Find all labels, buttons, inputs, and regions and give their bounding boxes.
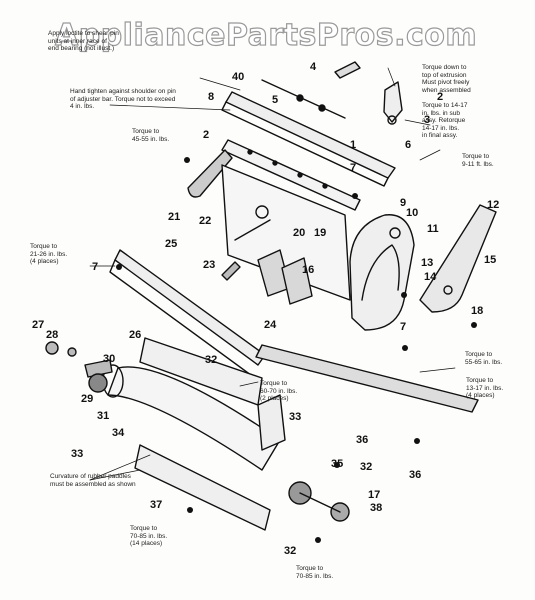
part-number-label: 22 [199,215,212,227]
rear-bar-part [221,139,361,211]
torque-note: Apply loctite to shear pin units at inne… [48,30,119,52]
part-number-label: 5 [272,94,279,106]
part-number-label: 7 [400,321,407,333]
pivot-bracket-part [383,81,403,125]
part-number-label: 29 [81,393,94,405]
part-number-label: 10 [406,207,419,219]
bolt-markers [116,157,477,543]
part-number-label: 36 [409,469,422,481]
link-part [334,61,361,79]
part-number-label: 6 [405,139,412,151]
part-number-label: 37 [150,499,163,511]
part-number-label: 14 [424,271,437,283]
side-plate-part [419,204,497,313]
part-number-label: 7 [350,162,357,174]
part-number-label: 34 [112,427,125,439]
part-number-label: 3 [424,114,431,126]
rotor-drum-part [102,364,281,471]
part-number-label: 28 [46,329,59,341]
part-number-label: 31 [97,410,110,422]
part-number-label: 21 [168,211,181,223]
part-number-label: 36 [356,434,369,446]
side-bracket-21 [187,149,233,198]
part-number-label: 27 [32,319,45,331]
leader-lines [89,67,456,481]
part-number-label: 38 [370,502,383,514]
part-number-label: 33 [71,448,84,460]
torque-note: Torque to 45-55 in. lbs. [132,128,170,143]
part-number-label: 35 [331,458,344,470]
part-number-label: 4 [310,61,317,73]
scraper-bar-part [257,394,286,451]
torque-note: Hand tighten against shoulder on pin of … [70,88,176,110]
part-number-label: 9 [400,197,407,209]
part-number-label: 7 [92,261,99,273]
part-number-label: 12 [487,199,500,211]
adjuster-shaft-part [261,79,346,119]
part-number-label: 32 [205,354,218,366]
part-number-label: 33 [289,411,302,423]
part-number-label: 32 [284,545,297,557]
watermark: AppliancePartsPros.com [54,17,478,53]
torque-note: Torque to 55-65 in. lbs. [465,351,503,366]
torque-note: Torque to 70-85 in. lbs. [296,565,334,580]
part-number-label: 23 [203,259,216,271]
torque-note: Torque down to top of extrusion Must piv… [422,64,471,94]
part-number-label: 2 [437,91,444,103]
part-number-label: 20 [293,227,306,239]
torque-note: Torque to 13-17 in. lbs. (4 places) [466,377,504,399]
part-number-label: 1 [350,139,357,151]
drive-parts-left [45,341,113,393]
part-number-label: 26 [129,329,142,341]
drive-parts-right [288,481,350,522]
front-rail-part [109,249,266,379]
long-rod-part [255,344,479,413]
part-number-label: 11 [427,223,439,235]
part-number-label: 32 [360,461,373,473]
torque-note: Torque to 60-70 in. lbs. (2 places) [260,380,298,402]
part-number-label: 2 [203,129,210,141]
top-bar-part [221,91,396,187]
part-number-label: 16 [302,264,315,276]
torque-note: Torque to 14-17 in. lbs. in sub assy. Re… [422,102,468,139]
right-housing-part [349,214,415,331]
block-parts-14 [257,249,313,305]
part-number-label: 30 [103,353,116,365]
torque-note: Torque to 21-26 in. lbs. (4 places) [30,243,68,265]
part-number-label: 40 [232,71,245,83]
part-number-label: 17 [368,489,381,501]
part-number-label: 13 [421,257,434,269]
torque-note: Torque to 9-11 ft. lbs. [462,153,494,168]
part-number-label: 24 [264,319,277,331]
part-number-label: 19 [314,227,327,239]
torque-note: Curvature of rubber paddles must be asse… [50,473,136,488]
part-number-label: 18 [471,305,484,317]
part-number-label: 8 [208,91,215,103]
pin-part [221,261,241,281]
housing-plate-part [221,164,351,301]
part-number-label: 25 [165,238,178,250]
part-number-label: 15 [484,254,497,266]
torque-note: Torque to 70-85 in. lbs. (14 places) [130,525,168,547]
